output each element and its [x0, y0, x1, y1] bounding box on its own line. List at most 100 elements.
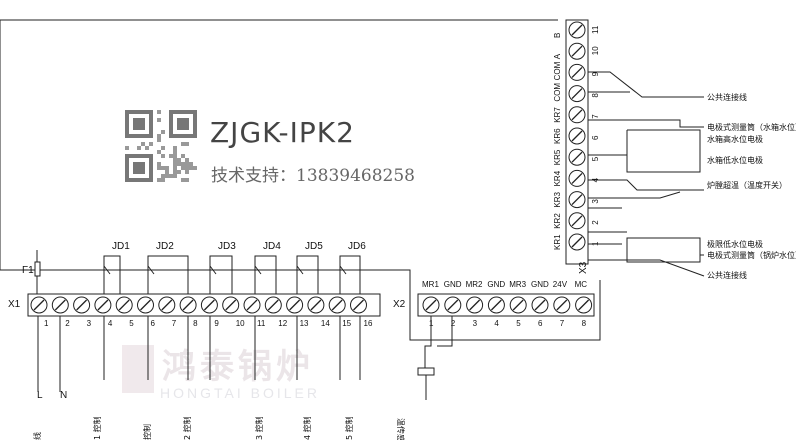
- x3-terminal-4: [568, 169, 586, 187]
- qr-module: [125, 146, 129, 150]
- qr-module: [173, 154, 177, 158]
- x3-terminal-6-slot: [571, 130, 583, 142]
- fuse-label: F1: [22, 265, 34, 276]
- x2-terminal-7-slot: [556, 299, 568, 311]
- sensor-wires: [424, 316, 453, 370]
- note-common-1: 公共连接线: [707, 92, 747, 102]
- x1-terminal-7-slot: [161, 299, 173, 311]
- x1-terminal-11-slot: [246, 299, 258, 311]
- x1-terminal-7: [158, 296, 176, 314]
- x3-terminal-11-slot: [571, 24, 583, 36]
- x3-name-10: A: [553, 53, 562, 59]
- watermark-logo: [122, 345, 154, 393]
- x2-number-4: 4: [494, 319, 499, 328]
- x1-output-label: 5 控制: [344, 416, 354, 440]
- x3-number-10: 10: [591, 46, 600, 55]
- relay-contact-1: [103, 255, 121, 294]
- x2-terminal-2: [444, 296, 462, 314]
- qr-module: [185, 166, 189, 170]
- x3-name-5: KR5: [553, 149, 562, 165]
- x1-terminal-2-slot: [54, 299, 66, 311]
- x1-label: X1: [8, 299, 21, 310]
- x2-header-2: GND: [444, 280, 462, 289]
- x3-terminal-8-slot: [571, 88, 583, 100]
- x1-terminal-14: [307, 296, 325, 314]
- x3-label: X3: [578, 261, 589, 274]
- watermark-en: HONGTAI BOILER: [160, 385, 320, 401]
- x3-name-1: KR1: [553, 234, 562, 250]
- x3-name-2: KR2: [553, 213, 562, 229]
- x1-terminal-12: [264, 296, 282, 314]
- qr-module: [169, 174, 173, 178]
- qr-module: [161, 154, 165, 158]
- qr-module: [157, 178, 161, 182]
- qr-finder-eye: [133, 118, 145, 130]
- x3-number-8: 8: [591, 93, 600, 98]
- x1-number-15: 15: [342, 319, 351, 328]
- x1-number-6: 6: [151, 319, 156, 328]
- qr-module: [157, 166, 161, 170]
- x2-terminal-4-slot: [490, 299, 502, 311]
- relay-label-5: JD5: [305, 241, 323, 252]
- x2-terminal-4: [487, 296, 505, 314]
- x1-number-10: 10: [236, 319, 245, 328]
- qr-module: [157, 118, 161, 122]
- x3-terminal-1: [568, 233, 586, 251]
- controller-board-outline: [0, 19, 601, 341]
- relay-label-6: JD6: [348, 241, 366, 252]
- x1-output-label: 2 控制: [182, 416, 192, 440]
- qr-module: [161, 166, 165, 170]
- note-tank-low: 水箱低水位电极: [707, 155, 763, 165]
- x2-terminal-6-slot: [534, 299, 546, 311]
- qr-module: [173, 150, 177, 154]
- qr-module: [157, 138, 161, 142]
- qr-module: [181, 166, 185, 170]
- x1-terminal-13: [286, 296, 304, 314]
- qr-module: [193, 166, 197, 170]
- x3-number-6: 6: [591, 135, 600, 140]
- relay-contact-3: [209, 255, 233, 294]
- relay-contact-6: [339, 255, 361, 294]
- x2-number-5: 5: [516, 319, 521, 328]
- x3-number-3: 3: [591, 199, 600, 204]
- terminal-n-label: N: [60, 390, 67, 401]
- relay-contact-4: [254, 255, 277, 294]
- qr-module: [181, 142, 185, 146]
- qr-module: [161, 130, 165, 134]
- sensor-probe: [417, 367, 435, 376]
- x1-terminal-8: [179, 296, 197, 314]
- x1-terminal-16-slot: [353, 299, 364, 311]
- x3-number-7: 7: [591, 114, 600, 119]
- x3-terminal-8: [568, 85, 586, 103]
- x1-terminal-10: [222, 296, 240, 314]
- qr-module: [177, 158, 181, 162]
- side-notes: 公共连接线 电极式测量筒（水箱水位） 水箱高水位电极 水箱低水位电极 炉膛超温（…: [707, 92, 796, 280]
- qr-code: [125, 110, 197, 182]
- x1-terminal-14-slot: [310, 299, 322, 311]
- x2-terminal-7: [553, 296, 571, 314]
- x2-number-8: 8: [582, 319, 587, 328]
- x1-number-12: 12: [278, 319, 287, 328]
- x2-terminals: [422, 296, 593, 314]
- relay-label-3: JD3: [218, 241, 236, 252]
- qr-module: [157, 162, 161, 166]
- x3-terminal-4-slot: [571, 172, 583, 184]
- x1-terminal-4: [94, 296, 112, 314]
- qr-module: [157, 150, 161, 154]
- x1-number-1: 1: [44, 319, 49, 328]
- x2-number-7: 7: [560, 319, 565, 328]
- x3-terminal-5-slot: [571, 151, 583, 163]
- x1-output-label: 控制: [142, 424, 152, 440]
- x1-number-7: 7: [172, 319, 177, 328]
- x1-terminal-13-slot: [289, 299, 301, 311]
- x1-number-3: 3: [87, 319, 92, 328]
- qr-module: [173, 166, 177, 170]
- x1-terminal-4-slot: [97, 299, 109, 311]
- qr-module: [181, 162, 185, 166]
- note-overheat: 炉膛超温（温度开关）: [707, 180, 787, 190]
- qr-finder-eye: [177, 118, 189, 130]
